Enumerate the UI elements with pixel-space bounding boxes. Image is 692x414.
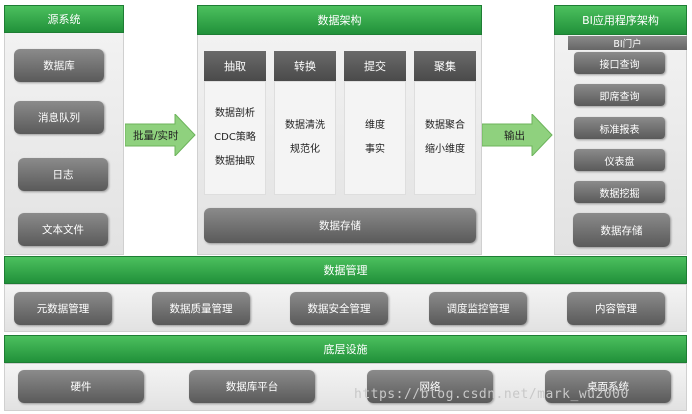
data-quality-management-button[interactable]: 数据质量管理: [152, 292, 250, 325]
bi-item-data-mining[interactable]: 数据挖掘: [574, 181, 665, 203]
batch-realtime-arrow: [125, 114, 196, 156]
extract-line-1: 数据剖析: [215, 108, 255, 119]
column-body-aggregate: 数据聚合 缩小维度: [414, 81, 476, 195]
source-system-title: 源系统: [4, 5, 124, 33]
schedule-monitor-management-button[interactable]: 调度监控管理: [429, 292, 527, 325]
source-item-database[interactable]: 数据库: [14, 49, 104, 82]
bi-item-dashboard[interactable]: 仪表盘: [574, 149, 665, 171]
column-head-extract: 抽取: [204, 51, 266, 81]
metadata-management-button[interactable]: 元数据管理: [14, 292, 112, 325]
bi-item-standard-report[interactable]: 标准报表: [574, 117, 665, 139]
transform-line-2: 规范化: [290, 144, 320, 155]
output-label: 输出: [504, 130, 525, 142]
data-management-title: 数据管理: [4, 256, 687, 284]
output-arrow: [482, 114, 553, 156]
aggregate-line-2: 缩小维度: [425, 144, 465, 155]
bi-portal-header: BI门户: [568, 36, 687, 50]
column-body-deliver: 维度 事实: [344, 81, 406, 195]
bi-storage-button[interactable]: 数据存储: [573, 213, 670, 247]
desktop-system-button[interactable]: 桌面系统: [545, 370, 671, 403]
source-item-log[interactable]: 日志: [18, 158, 108, 191]
source-item-message-queue[interactable]: 消息队列: [14, 101, 104, 134]
hardware-button[interactable]: 硬件: [18, 370, 144, 403]
column-head-transform: 转换: [274, 51, 336, 81]
deliver-line-2: 事实: [365, 144, 385, 155]
deliver-line-1: 维度: [365, 120, 385, 131]
data-security-management-button[interactable]: 数据安全管理: [290, 292, 388, 325]
column-head-aggregate: 聚集: [414, 51, 476, 81]
column-head-deliver: 提交: [344, 51, 406, 81]
database-platform-button[interactable]: 数据库平台: [189, 370, 315, 403]
batch-realtime-label: 批量/实时: [133, 130, 179, 142]
bi-application-title: BI应用程序架构: [554, 5, 687, 35]
infrastructure-title: 底层设施: [4, 335, 687, 363]
aggregate-line-1: 数据聚合: [425, 120, 465, 131]
architecture-storage-button[interactable]: 数据存储: [204, 208, 476, 243]
content-management-button[interactable]: 内容管理: [567, 292, 665, 325]
column-body-extract: 数据剖析 CDC策略 数据抽取: [204, 81, 266, 195]
extract-line-2: CDC策略: [214, 132, 256, 143]
bi-item-interface-query[interactable]: 接口查询: [574, 52, 665, 74]
watermark-text: https://blog.csdn.net/mark_wu2000: [354, 387, 629, 402]
column-body-transform: 数据清洗 规范化: [274, 81, 336, 195]
transform-line-1: 数据清洗: [285, 120, 325, 131]
source-item-text-file[interactable]: 文本文件: [18, 213, 108, 246]
data-architecture-title: 数据架构: [197, 5, 482, 35]
bi-item-adhoc-query[interactable]: 即席查询: [574, 84, 665, 106]
extract-line-3: 数据抽取: [215, 156, 255, 167]
network-button[interactable]: 网络: [367, 370, 493, 403]
